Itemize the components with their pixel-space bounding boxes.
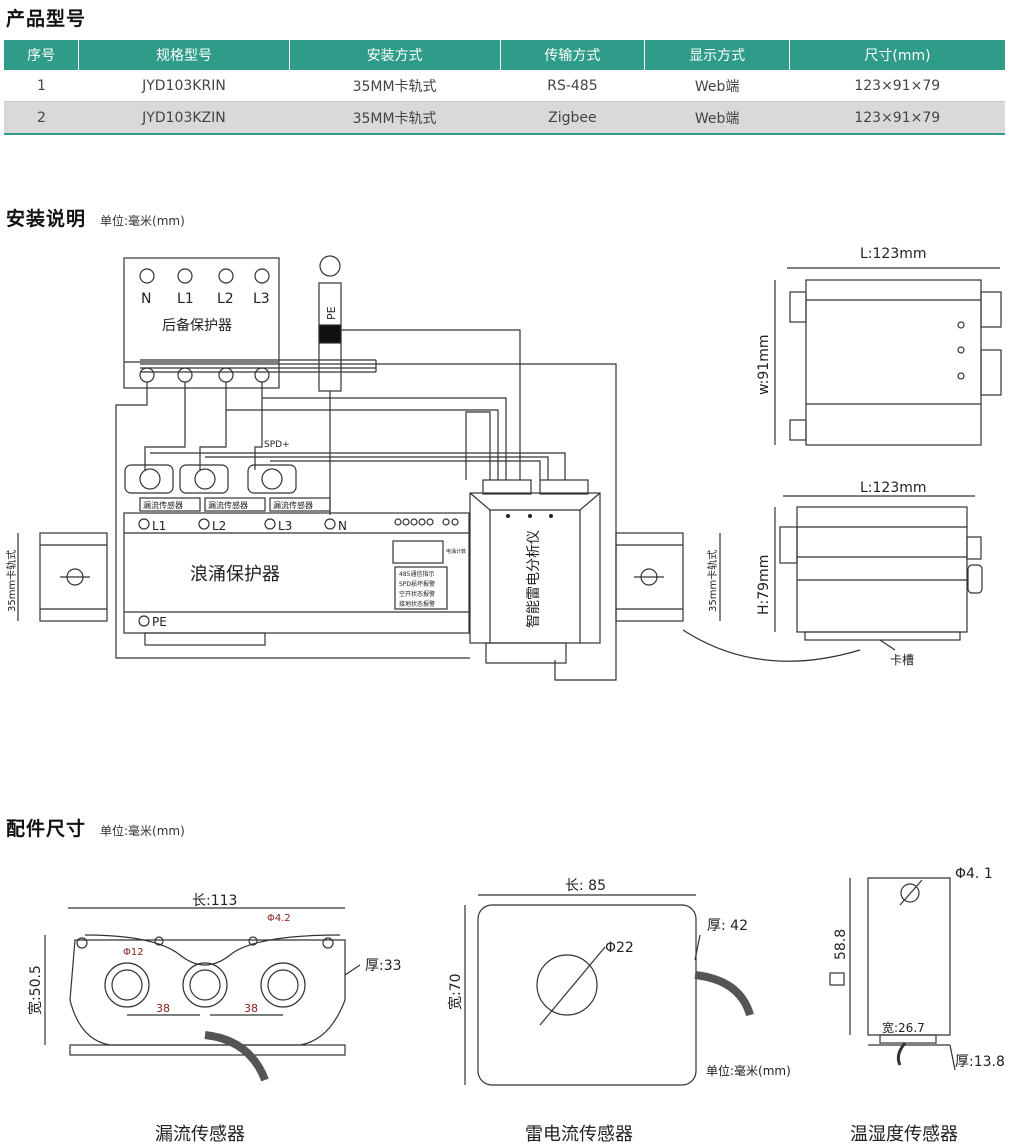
surge-protector [123, 512, 470, 634]
top-view [805, 279, 982, 446]
side-view-height: H:79mm [756, 555, 772, 615]
din-rail-left [39, 532, 108, 622]
parts-diagram: 长:113 Φ4.2 Φ12 厚:33 宽:50.5 38 38 长: 85 厚… [27, 866, 1005, 1086]
table-cell: 35MM卡轨式 [289, 101, 501, 135]
sensor-label: 漏流传感器 [143, 500, 183, 510]
caption-leak-sensor: 漏流传感器 [155, 1124, 245, 1145]
lightning-hole: Φ22 [605, 940, 634, 956]
table-cell: Web端 [644, 70, 790, 102]
table-cell: JYD103KRIN [78, 70, 290, 102]
leak-sensor-3 [247, 464, 297, 494]
humid-thick: 厚:13.8 [955, 1054, 1005, 1070]
spd-pe: PE [152, 615, 167, 629]
lightning-length: 长: 85 [565, 878, 606, 894]
spd-terminal: L2 [212, 519, 226, 533]
rail-label-left: 35mm卡轨式 [5, 550, 18, 612]
status-dots [394, 518, 459, 526]
analyzer-name: 智能雷电分析仪 [526, 530, 542, 628]
unit-note: 单位:毫米(mm) [100, 214, 185, 228]
terminal-label: L3 [253, 291, 270, 307]
indicator-label: 485通信指示 [399, 570, 434, 578]
breaker-name: 后备保护器 [162, 317, 232, 334]
col-header: 传输方式 [500, 40, 646, 70]
humidity-sensor-drawing [829, 877, 956, 1071]
terminal-label: L2 [217, 291, 234, 307]
indicator-label: 空开状态报警 [399, 590, 435, 598]
top-view-width: w:91mm [756, 335, 772, 396]
unit-note: 单位:毫米(mm) [100, 824, 185, 838]
pe-label: PE [325, 306, 338, 320]
humid-width: 宽:26.7 [882, 1020, 925, 1035]
leak-gap: 38 [244, 1002, 258, 1015]
section-title-product-model: 产品型号 [6, 8, 87, 30]
leak-length: 长:113 [192, 893, 237, 909]
top-view-length: L:123mm [860, 246, 927, 262]
wiring-diagram: N L1 L2 L3 后备保护器 PE SPD+ 漏流传感器 漏流传感器 漏流传… [5, 246, 1002, 681]
table-cell: 123×91×79 [789, 101, 1005, 135]
table-cell: 2 [4, 101, 79, 135]
table-row: 1 JYD103KRIN 35MM卡轨式 RS-485 Web端 123×91×… [4, 70, 1005, 102]
col-header: 尺寸(mm) [789, 40, 1005, 70]
lightning-unit: 单位:毫米(mm) [706, 1063, 791, 1078]
spd-terminal: L1 [152, 519, 166, 533]
side-view-length: L:123mm [860, 480, 927, 496]
side-view [796, 506, 968, 633]
spd-name: 浪涌保护器 [190, 564, 280, 585]
col-header: 规格型号 [78, 40, 290, 70]
spd-terminal: L3 [278, 519, 292, 533]
section-title-accessory-size: 配件尺寸单位:毫米(mm) [6, 814, 185, 841]
col-header: 安装方式 [289, 40, 501, 70]
caption-lightning-sensor: 雷电流传感器 [525, 1124, 633, 1145]
leak-width: 宽:50.5 [27, 965, 44, 1015]
indicator-label: SPD损坏报警 [399, 580, 435, 588]
section-title-installation: 安装说明单位:毫米(mm) [6, 204, 185, 231]
table-row: 2 JYD103KZIN 35MM卡轨式 Zigbee Web端 123×91×… [4, 101, 1005, 135]
sensor-label: 漏流传感器 [208, 500, 248, 510]
table-cell: JYD103KZIN [78, 101, 290, 135]
section-title-text: 安装说明 [6, 208, 87, 230]
col-header: 序号 [4, 40, 80, 70]
table-cell: RS-485 [500, 70, 645, 102]
table-cell: 35MM卡轨式 [289, 70, 501, 102]
lightning-thick: 厚: 42 [707, 918, 748, 934]
terminal-label: N [141, 291, 151, 307]
lightning-sensor-drawing [464, 894, 754, 1086]
leak-sensor-drawing [44, 907, 361, 1082]
table-cell: 1 [4, 70, 79, 102]
leak-sensor-2 [179, 464, 229, 494]
leak-hole-big: Φ12 [123, 947, 144, 958]
col-header: 显示方式 [644, 40, 791, 70]
terminal-label: L1 [177, 291, 194, 307]
leak-sensor-1 [124, 464, 174, 494]
surge-counter-label: 电涌计数 [446, 548, 466, 555]
humid-height: 58.8 [833, 929, 849, 960]
slot-label: 卡槽 [890, 653, 914, 667]
caption-humidity-sensor: 温湿度传感器 [850, 1124, 958, 1145]
rail-label-right: 35mm卡轨式 [706, 550, 719, 612]
table-cell: Zigbee [500, 101, 645, 135]
spec-table: 序号 规格型号 安装方式 传输方式 显示方式 尺寸(mm) 1 JYD103KR… [4, 40, 1005, 135]
backup-breaker [123, 257, 280, 389]
humid-hole: Φ4. 1 [955, 866, 993, 882]
leak-thick: 厚:33 [365, 958, 402, 974]
ground-icon [319, 255, 341, 277]
table-cell: 123×91×79 [789, 70, 1005, 102]
table-header-row: 序号 规格型号 安装方式 传输方式 显示方式 尺寸(mm) [4, 40, 1005, 70]
sensor-label: 漏流传感器 [273, 500, 313, 510]
leak-hole-small: Φ4.2 [267, 913, 291, 924]
section-title-text: 配件尺寸 [6, 818, 87, 840]
din-rail-right [615, 532, 684, 622]
lightning-width: 宽:70 [447, 973, 464, 1010]
table-cell: Web端 [644, 101, 790, 135]
leak-gap: 38 [156, 1002, 170, 1015]
spd-terminal: N [338, 519, 347, 533]
indicator-label: 接地状态报警 [399, 600, 435, 608]
spd-plus-label: SPD+ [264, 440, 290, 450]
